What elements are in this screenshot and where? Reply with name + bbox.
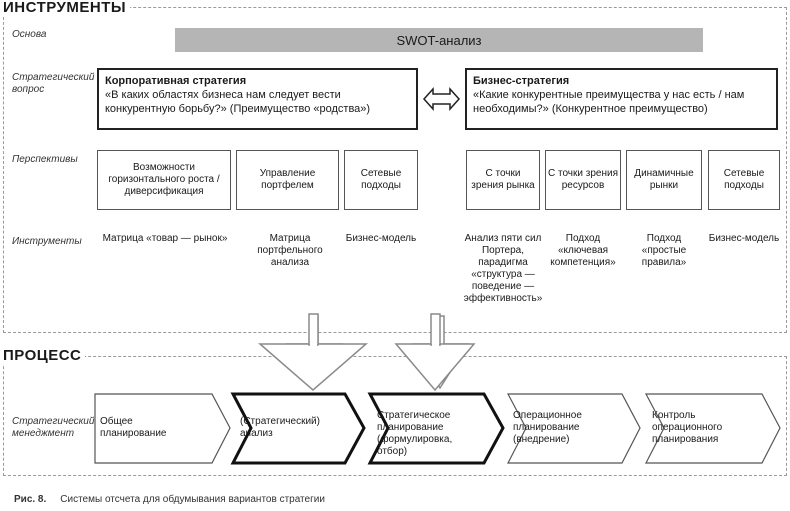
process-chevron-2 [230, 392, 366, 465]
corporate-strategy-title: Корпоративная стратегия [105, 75, 247, 87]
swot-bar: SWOT-анализ [175, 28, 703, 52]
business-strategy-text: «Какие конкурентные преимущества у нас е… [473, 89, 745, 115]
figure-caption-label: Рис. 8. [14, 494, 47, 505]
double-arrow-icon [422, 87, 461, 111]
process-step-3: Стратегическое планирование (формулировк… [377, 410, 453, 457]
instrument-1: Матрица «товар — рынок» [102, 233, 228, 244]
corporate-strategy-text: «В каких областях бизнеса нам следует ве… [105, 89, 371, 115]
perspective-box-3: Сетевые подходы [344, 150, 418, 210]
tools-section-title: ИНСТРУМЕНТЫ [3, 0, 131, 16]
figure-caption-text: Системы отсчета для обдумывания варианто… [60, 494, 325, 505]
perspective-box-2: Управление портфелем [236, 150, 339, 210]
process-section-title: ПРОЦЕСС [3, 348, 86, 364]
down-arrow-shaft-right [430, 313, 441, 346]
row-label-perspectives: Перспективы [12, 154, 78, 165]
perspective-box-6: Динамичные рынки [626, 150, 702, 210]
instrument-5: Подход «ключевая компетенция» [550, 233, 616, 268]
row-label-instruments: Инструменты [12, 236, 82, 247]
process-step-2: (Стратегический) анализ [240, 416, 320, 439]
instrument-2: Матрица портфельного анализа [257, 233, 323, 268]
process-chevron-4 [507, 393, 641, 464]
perspective-box-1: Возможности горизонтального роста / диве… [97, 150, 231, 210]
process-chevron-5 [645, 393, 781, 464]
perspective-box-7: Сетевые подходы [708, 150, 780, 210]
instrument-3: Бизнес-модель [345, 233, 417, 244]
perspective-box-4: С точки зрения рынка [466, 150, 540, 210]
process-frame [3, 356, 787, 476]
row-label-basis: Основа [12, 29, 47, 40]
row-label-strategic-question: Стратегический вопрос [12, 72, 95, 95]
process-chevron-3 [367, 392, 505, 465]
row-label-strategic-management: Стратегический менеджмент [12, 416, 95, 439]
down-arrow-shaft-left [308, 313, 319, 346]
instrument-4: Анализ пяти сил Портера, парадигма «стру… [463, 233, 543, 304]
business-strategy-title: Бизнес-стратегия [473, 75, 570, 87]
process-step-4: Операционное планирование (внедрение) [513, 410, 582, 445]
figure-caption: Рис. 8. Системы отсчета для обдумывания в… [14, 494, 325, 505]
perspective-box-5: С точки зрения ресурсов [545, 150, 621, 210]
process-step-1: Общее планирование [100, 416, 167, 439]
process-step-5: Контроль операционного планирования [652, 410, 723, 445]
instrument-6: Подход «простые правила» [641, 233, 687, 268]
corporate-strategy-box: Корпоративная стратегия «В каких областя… [97, 68, 418, 130]
process-chevron-1 [94, 393, 231, 464]
instrument-7: Бизнес-модель [708, 233, 780, 244]
down-arrow-head-right [394, 343, 476, 392]
tools-frame [3, 7, 787, 333]
business-strategy-box: Бизнес-стратегия «Какие конкурентные пре… [465, 68, 778, 130]
down-arrow-head-left [257, 343, 369, 391]
